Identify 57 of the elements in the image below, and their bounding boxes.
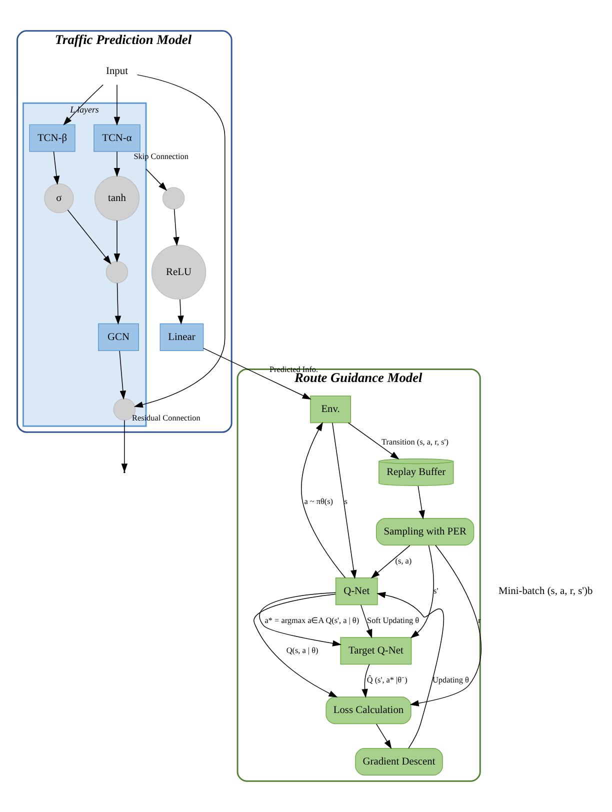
arrow [63, 84, 104, 126]
node-box: Sampling with PER [376, 518, 474, 546]
arrow [376, 724, 392, 749]
arrow [332, 422, 357, 580]
node-circle: ReLU [151, 244, 206, 300]
arrow [134, 74, 226, 408]
arrow [301, 422, 346, 578]
node-circle: σ [44, 183, 74, 214]
arrow [370, 545, 410, 578]
edge-label: Soft Updating θ [367, 616, 420, 626]
node-box: Loss Calculation [326, 696, 412, 724]
arrow [410, 544, 482, 706]
arrow [360, 604, 372, 638]
arrow [114, 282, 122, 325]
node-circle [162, 187, 185, 210]
arrow [173, 208, 180, 246]
arrow [348, 422, 400, 460]
arrow [178, 299, 184, 325]
node-circle: tanh [94, 176, 140, 221]
edge-label: Transition (s, a, r, s') [382, 438, 448, 447]
label: Mini-batch (s, a, r, s')b [498, 586, 593, 598]
arrow [53, 151, 60, 185]
arrow [362, 664, 370, 698]
arrow [376, 592, 444, 749]
arrow [146, 168, 168, 191]
arrow [254, 594, 338, 698]
arrow [418, 486, 425, 520]
node-box: TCN-β [29, 124, 76, 152]
node-box: TCN-α [94, 124, 140, 152]
node-box: Linear [160, 323, 204, 351]
arrow [259, 592, 342, 646]
edge-label: (s, a) [395, 556, 412, 566]
arrow [121, 420, 128, 473]
edge-label: Updating θ [432, 676, 469, 685]
edge-label: a ~ πθ(s) [304, 497, 334, 506]
edge-label: Residual Connection [132, 414, 200, 423]
node-box: Q-Net [335, 578, 378, 606]
arrow [410, 545, 434, 638]
edge-label: s [344, 497, 348, 506]
node-box: Env. [310, 396, 352, 424]
edge-label: a* = argmax a∈A Q(s', a | θ) [264, 616, 360, 626]
node-box: Target Q-Net [340, 637, 412, 665]
edge-label: r [478, 616, 481, 626]
edge-label: Q̂ (s', a* |θ⁻) [366, 676, 408, 685]
arrow [203, 348, 312, 400]
arrow [67, 210, 112, 264]
arrow [114, 220, 120, 262]
node-box: Gradient Descent [355, 748, 443, 776]
edge-label: Skip Connection [134, 152, 188, 162]
node-circle [106, 261, 128, 284]
node-text: Input [106, 66, 128, 77]
edge-label: Q(s, a | θ) [286, 646, 318, 655]
arrow [119, 350, 126, 400]
arrow [114, 151, 120, 177]
arrow [114, 84, 120, 126]
node-box: GCN [98, 323, 139, 351]
edge-label: s' [434, 586, 438, 596]
